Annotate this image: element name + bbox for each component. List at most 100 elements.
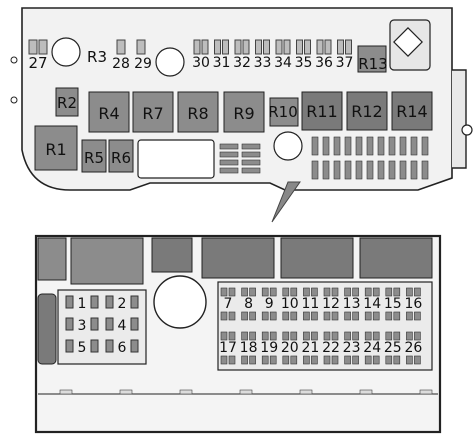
mini-fuse — [399, 160, 407, 180]
relay-label-r1: R1 — [45, 140, 66, 159]
fuse-blade — [323, 287, 331, 297]
fuse-blade — [311, 331, 318, 341]
relay-r5 — [81, 139, 107, 173]
fuse-blade — [372, 355, 380, 365]
detail-relay-side — [37, 293, 57, 365]
fuse-blade — [406, 331, 413, 341]
fuse-blade — [282, 331, 290, 341]
fuse-label-24: 24 — [363, 340, 381, 356]
fuse-blade — [228, 287, 236, 297]
rail-tick — [119, 389, 133, 395]
fuse-blade — [290, 287, 298, 297]
fuse-35: 35 — [295, 39, 312, 71]
fuse-label-10: 10 — [281, 296, 299, 312]
fuse-4: 4 — [105, 317, 139, 334]
fuse-blade — [269, 331, 277, 341]
bracket-slot — [393, 27, 423, 57]
fuse-blade — [364, 355, 372, 365]
fuse-blade — [241, 355, 248, 365]
rail-tick — [179, 389, 193, 395]
mini-fuse — [241, 151, 261, 158]
mini-fuse — [219, 143, 239, 150]
fuse-blade — [222, 39, 229, 55]
fuse-blade — [311, 355, 318, 365]
fuse-label-26: 26 — [404, 340, 422, 356]
relay-r9 — [223, 91, 265, 133]
fuse-blade — [414, 287, 421, 297]
detail-relay — [201, 237, 275, 279]
rail-tick — [419, 389, 433, 395]
fuse-blade — [201, 39, 209, 55]
fuse-blade — [282, 355, 290, 365]
fuse-blade — [241, 331, 248, 341]
fuse-blade — [372, 311, 380, 321]
fuse-label-33: 33 — [254, 55, 272, 71]
fuse-blade — [372, 287, 380, 297]
fuse-19: 19 — [260, 331, 278, 365]
fuse-12: 12 — [322, 287, 340, 321]
fuse-blade — [316, 39, 324, 55]
relay-label-r3: R3 — [87, 48, 107, 66]
fuse-blade — [241, 287, 248, 297]
fuse-blade — [324, 39, 332, 55]
relay-label-r14: R14 — [396, 102, 427, 121]
relay-r2 — [55, 87, 79, 117]
relay-label-r2: R2 — [57, 94, 77, 112]
left-tab — [10, 56, 18, 64]
fuse-label-27: 27 — [28, 54, 47, 72]
side-connector — [452, 69, 467, 169]
mini-fuse — [388, 136, 396, 156]
fuse-23: 23 — [343, 331, 361, 365]
fuse-label-5: 5 — [78, 340, 87, 356]
mini-fuse — [355, 160, 363, 180]
fuse-blade — [303, 287, 310, 297]
mini-fuse — [388, 160, 396, 180]
left-tab — [10, 96, 18, 104]
relay-label-r7: R7 — [142, 104, 163, 123]
fuse-blade — [331, 311, 339, 321]
fuse-3: 3 — [65, 317, 99, 334]
fuse-blade — [372, 331, 380, 341]
fuse-blade — [323, 311, 331, 321]
fuse-blade — [282, 287, 290, 297]
fuse-blade — [337, 39, 344, 55]
mini-fuse — [333, 160, 341, 180]
fuse-label-20: 20 — [281, 340, 299, 356]
fuse-24: 24 — [363, 331, 381, 365]
fuse-blade — [303, 311, 310, 321]
fuse-36: 36 — [315, 39, 333, 71]
fuse-blade — [311, 311, 318, 321]
mini-fuse-grid — [311, 136, 429, 180]
fuse-blade — [130, 295, 139, 309]
fuse-blade — [65, 295, 74, 309]
fuse-13: 13 — [343, 287, 361, 321]
fuse-26: 26 — [404, 331, 422, 365]
fuse-blade — [255, 39, 262, 55]
mini-fuse-bank — [219, 143, 261, 174]
fuse-label-11: 11 — [301, 296, 319, 312]
relay-r10 — [269, 97, 299, 127]
fuse-blade — [323, 355, 331, 365]
fuse-blade — [261, 331, 269, 341]
relay-label-r13: R13 — [358, 55, 388, 73]
fuse-label-23: 23 — [343, 340, 361, 356]
fuse-label-29: 29 — [134, 56, 152, 72]
mini-fuse — [377, 136, 385, 156]
relay-label-r12: R12 — [351, 102, 382, 121]
fuse-blade — [261, 287, 269, 297]
detail-relay — [359, 237, 433, 279]
fuse-blade — [269, 311, 277, 321]
fuse-label-18: 18 — [240, 340, 258, 356]
fuse-17: 17 — [219, 331, 237, 365]
fuse-8: 8 — [241, 287, 256, 321]
mini-fuse — [322, 136, 330, 156]
round-socket — [155, 47, 185, 77]
fuse-29: 29 — [134, 39, 152, 72]
fuse-blade — [393, 331, 401, 341]
rail-ticks — [59, 389, 433, 395]
fuse-blade — [282, 311, 290, 321]
fuse-blade — [331, 331, 339, 341]
fuse-blade — [406, 355, 413, 365]
